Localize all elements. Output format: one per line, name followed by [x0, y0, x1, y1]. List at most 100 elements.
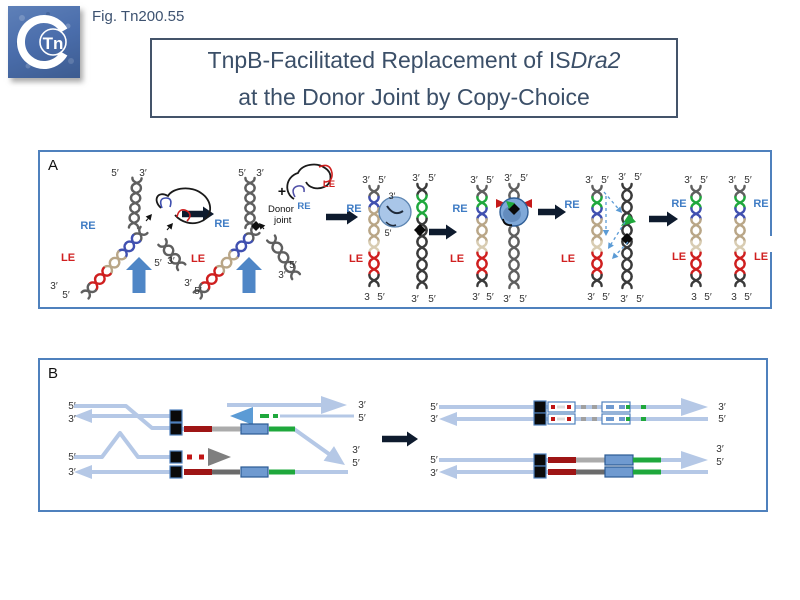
- figure-shape: [690, 251, 702, 265]
- strand-arrowhead: [74, 409, 92, 423]
- figure-shape: [734, 229, 746, 243]
- figure-shape: [117, 248, 134, 253]
- figure-shape: [591, 195, 603, 210]
- strand-end-label: 3′: [278, 270, 286, 281]
- figure-shape: [621, 263, 633, 278]
- pointer-arrow: [615, 241, 629, 256]
- cargo-gray-bar: [212, 469, 240, 475]
- panel-b-letter: B: [48, 365, 59, 382]
- figure-shape: [476, 207, 488, 221]
- strand-end-label: 5′: [704, 292, 712, 303]
- strand-end-label: 5′: [634, 172, 642, 183]
- strand-end-label: 5′: [194, 286, 202, 297]
- figure-shape: [283, 253, 290, 271]
- figure-shape: [734, 218, 746, 232]
- strand-arrowhead: [321, 396, 347, 414]
- strand-arrowhead: [323, 446, 345, 465]
- figure-shape: [199, 280, 217, 286]
- strand-end-label: 3′: [430, 414, 438, 425]
- strand-end-label: +: [278, 183, 286, 199]
- blue-remnant-dash: [619, 405, 625, 409]
- figure-shape: [734, 207, 746, 221]
- donor-joint-square: [533, 400, 547, 414]
- cargo-blue-box: [240, 466, 269, 478]
- figure-shape: [86, 282, 92, 300]
- strand-arrowhead: [439, 412, 457, 426]
- strand-end-label: 3: [364, 292, 370, 303]
- figure-shape: [508, 182, 520, 197]
- strand-end-label: 5′: [486, 292, 494, 303]
- pointer-arrow: [262, 227, 265, 230]
- strand-end-label: 3′: [389, 191, 396, 201]
- figure-shape: [591, 240, 603, 254]
- cargo-green-bar: [633, 469, 661, 475]
- re-hairpin: [292, 185, 305, 198]
- figure-shape: [244, 176, 256, 190]
- strand-end-label: 5′: [111, 168, 119, 179]
- figure-shape: [244, 231, 261, 237]
- strand-end-label: 3′: [411, 294, 419, 305]
- strand-end-label: 5′: [428, 173, 436, 184]
- cargo-blue-box: [604, 454, 634, 466]
- green-remnant-dot: [626, 405, 630, 409]
- strand-end-label: 5′: [358, 413, 366, 424]
- red-remnant-dot: [551, 405, 555, 409]
- strand-end-label: 5′: [636, 294, 644, 305]
- title-line2: at the Donor Joint by Copy-Choice: [238, 84, 590, 110]
- dna-helix: [690, 184, 702, 288]
- strand-end-label: 3′: [470, 175, 478, 186]
- re-label: RE: [214, 218, 229, 230]
- donor-joint-square: [169, 450, 183, 464]
- figure-shape: [591, 251, 603, 265]
- cargo-green-bar: [269, 469, 295, 475]
- figure-shape: [368, 251, 380, 265]
- strand-end-label: 5′: [602, 292, 610, 303]
- figure-shape: [734, 262, 746, 277]
- strand-end-label: 3′: [618, 172, 626, 183]
- strand-end-label: 5′: [601, 175, 609, 186]
- gray-remnant-dot: [581, 417, 586, 421]
- step-arrow: [326, 209, 358, 225]
- strand-end-label: 3′: [412, 173, 420, 184]
- figure-shape: [115, 250, 121, 267]
- figure-shape: [734, 251, 746, 265]
- le-label: LE: [61, 252, 75, 264]
- pointer-arrowhead: [608, 242, 614, 249]
- dna-helix: [157, 237, 187, 272]
- figure-shape: [368, 184, 380, 199]
- gray-remnant-dot: [592, 417, 597, 421]
- integration-up-arrow: [126, 257, 152, 293]
- figure-shape: [130, 233, 136, 251]
- figure-shape: [476, 273, 488, 288]
- figure-shape: [368, 218, 380, 232]
- pointer-arrowhead: [612, 252, 619, 259]
- figure-shape: [416, 205, 428, 220]
- figure-shape: [416, 240, 428, 255]
- figure-shape: [385, 221, 397, 227]
- cleavage-triangle: [496, 199, 506, 208]
- strand-end-label: 3′: [718, 402, 726, 413]
- corner-logo: Tn: [8, 6, 80, 78]
- strand-end-label: 5′: [385, 228, 392, 238]
- strand-end-label: 5′: [378, 175, 386, 186]
- strand-end-label: 5′: [68, 452, 76, 463]
- gray-remnant-dot: [581, 405, 586, 409]
- strand-end-label: 5′: [430, 455, 438, 466]
- figure-shape: [476, 218, 488, 232]
- cargo-gray-bar: [576, 469, 605, 475]
- cargo-blue-box: [240, 423, 269, 435]
- nascent-red-dot: [187, 454, 192, 460]
- strand-end-label: 3′: [50, 281, 58, 292]
- strand-end-label: 3′: [503, 294, 511, 305]
- cargo-gray-bar: [212, 426, 240, 432]
- figure-shape: [163, 252, 180, 258]
- re-label: RE: [346, 203, 361, 215]
- gray-remnant-dot: [592, 405, 597, 409]
- figure-shape: [690, 195, 702, 210]
- strand-end-label: 3′: [472, 292, 480, 303]
- dna-helix: [192, 225, 261, 300]
- strand-end-label: 3′: [585, 175, 593, 186]
- cargo-red-bar: [548, 469, 576, 475]
- green-remnant-dot: [641, 417, 646, 421]
